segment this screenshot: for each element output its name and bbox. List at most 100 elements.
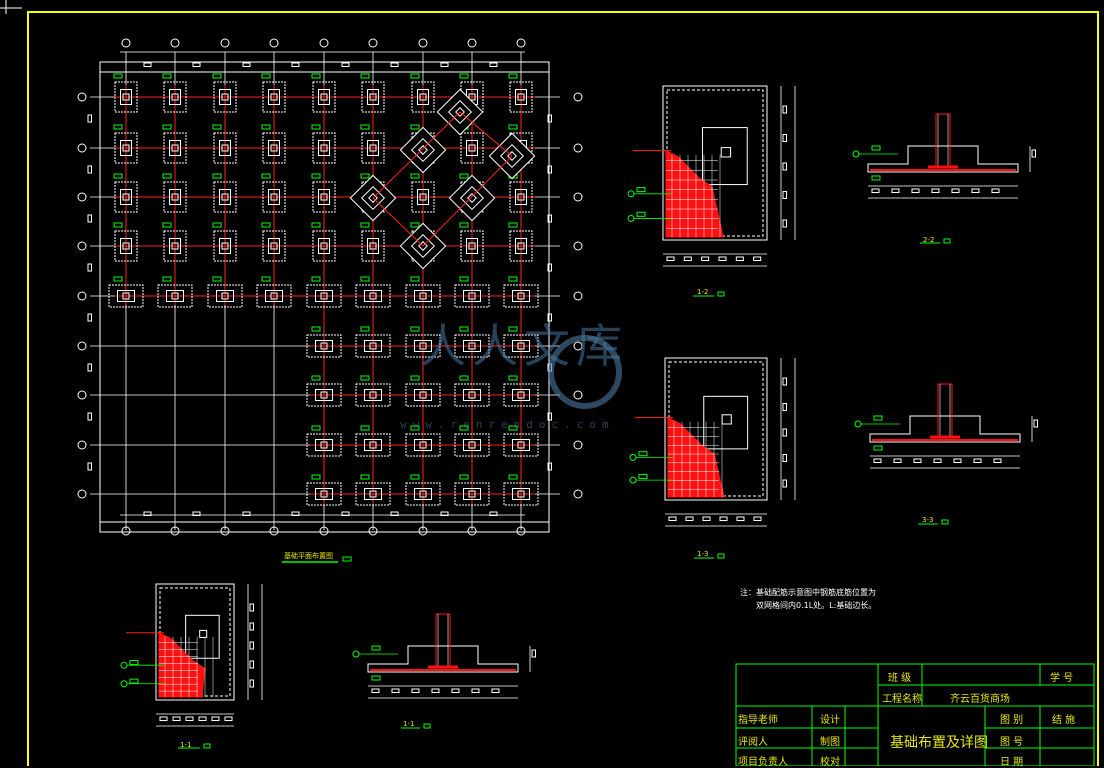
- marker: [629, 453, 637, 461]
- footing-inner: [120, 189, 132, 205]
- foundation-details: [120, 85, 1038, 749]
- footing-rotated: [448, 174, 496, 222]
- footing-inner: [268, 89, 280, 105]
- title-block-frame: [735, 663, 1095, 766]
- footing-outer: [361, 81, 385, 113]
- dim-tag: [360, 326, 370, 332]
- column: [122, 93, 130, 101]
- pedestal: [703, 395, 749, 450]
- footing: [405, 284, 441, 308]
- marker: [854, 420, 862, 428]
- footing-outer: [361, 132, 385, 164]
- detail-1-2: [627, 85, 796, 267]
- dim-tag: [440, 511, 449, 516]
- axis-bubble: [77, 192, 87, 202]
- axis-bubble: [573, 143, 583, 153]
- axis-bubble: [573, 192, 583, 202]
- footing: [454, 482, 490, 506]
- footing: [460, 132, 484, 164]
- column: [468, 242, 476, 250]
- footing-inner: [364, 290, 382, 302]
- dim-tag: [508, 124, 518, 130]
- footing-inner: [315, 488, 333, 500]
- dim-tag: [440, 62, 449, 67]
- footing-outer: [306, 334, 342, 358]
- footing-inner: [166, 290, 184, 302]
- dim-tag: [311, 276, 321, 282]
- footing: [213, 81, 237, 113]
- dim-tag: [508, 326, 518, 332]
- dim-tag: [113, 73, 123, 79]
- axis-bubble: [573, 241, 583, 251]
- footing-outer: [114, 132, 138, 164]
- footing-inner: [219, 238, 231, 254]
- dim-tag: [459, 425, 469, 431]
- footing-inner: [315, 290, 333, 302]
- footing-outer: [355, 482, 391, 506]
- footing-outer: [213, 181, 237, 213]
- footing-outer: [405, 334, 441, 358]
- tb-date-label: 日 期: [1000, 757, 1024, 768]
- marker: [352, 650, 360, 658]
- footing-section: [869, 415, 1021, 443]
- footing-outer: [454, 334, 490, 358]
- footing: [163, 132, 187, 164]
- column: [419, 93, 427, 101]
- dim-tag: [371, 645, 381, 651]
- column: [320, 490, 328, 498]
- footing-outer: [312, 181, 336, 213]
- note-line-2: 双网格间内0.1L处。L:基础边长。: [756, 601, 877, 610]
- dim-tag: [638, 473, 648, 479]
- axis-bubble: [368, 38, 378, 48]
- footing: [114, 81, 138, 113]
- axis-bubble: [77, 291, 87, 301]
- footing-inner: [268, 140, 280, 156]
- tb-number-label: 图 号: [1000, 737, 1024, 748]
- dim-tag: [753, 256, 762, 261]
- axis-diag: [372, 111, 461, 199]
- dim-tag: [666, 256, 675, 261]
- dim-tag: [360, 124, 370, 130]
- footing-outer: [448, 174, 496, 222]
- column: [369, 144, 377, 152]
- dim-tag: [547, 263, 552, 272]
- tb-student-no: 学 号: [1050, 673, 1074, 684]
- footing: [405, 334, 441, 358]
- dim-tag: [719, 516, 728, 521]
- dim-tag: [87, 313, 92, 322]
- footing: [361, 230, 385, 262]
- footing-inner: [417, 89, 429, 105]
- footing-outer: [454, 433, 490, 457]
- dim-tag: [113, 222, 123, 228]
- dim-tag: [249, 622, 254, 631]
- dim-tag: [459, 375, 469, 381]
- axis-bubble: [77, 489, 87, 499]
- marker: [852, 150, 860, 158]
- axis-bubble: [121, 38, 131, 48]
- title-block-lines: [735, 663, 1095, 766]
- column: [369, 342, 377, 350]
- footing: [114, 230, 138, 262]
- footing-inner: [515, 89, 527, 105]
- column: [517, 391, 525, 399]
- column: [171, 292, 179, 300]
- axis-bubble: [77, 241, 87, 251]
- footing-outer: [114, 81, 138, 113]
- dim-tag: [261, 276, 271, 282]
- column: [270, 242, 278, 250]
- column: [468, 342, 476, 350]
- footing: [361, 81, 385, 113]
- axis-bubble: [77, 390, 87, 400]
- footing: [306, 383, 342, 407]
- footing: [312, 181, 336, 213]
- dim-tag: [951, 188, 960, 193]
- column: [418, 145, 428, 155]
- footing-outer: [157, 284, 193, 308]
- footing-inner: [318, 140, 330, 156]
- section-label-2-2: 2-2: [923, 236, 935, 244]
- footing: [454, 433, 490, 457]
- dim-tag: [782, 377, 787, 386]
- dim-tag: [391, 688, 400, 693]
- watermark-url: www.renrendoc.com: [400, 418, 615, 431]
- dim-tag: [638, 451, 648, 457]
